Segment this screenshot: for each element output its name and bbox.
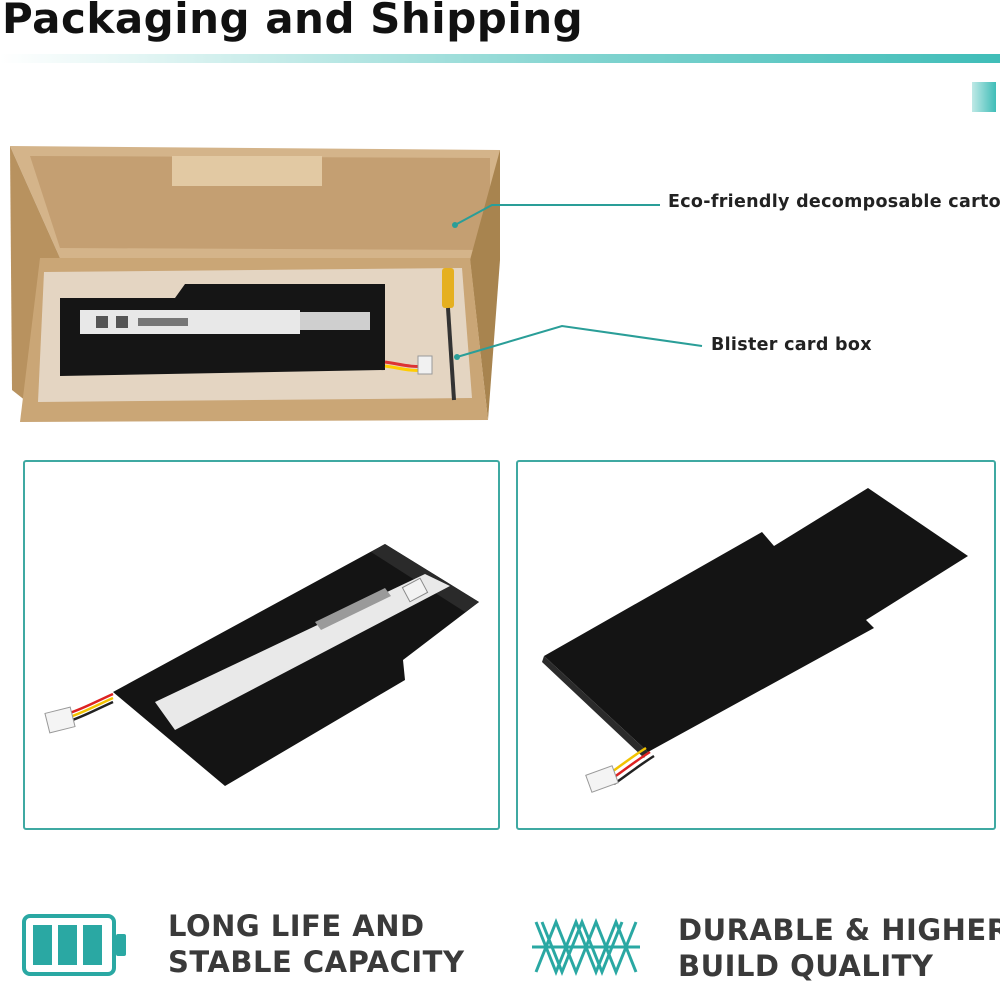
feature-long-life: LONG LIFE AND STABLE CAPACITY <box>168 908 464 980</box>
battery-back-image <box>542 488 968 793</box>
feature-long-life-line1: LONG LIFE AND <box>168 909 425 943</box>
feature-durable-line2: BUILD QUALITY <box>678 949 934 983</box>
title-underline <box>0 54 1000 63</box>
callout-blister-label: Blister card box <box>711 335 872 355</box>
packaging-photo <box>10 146 500 422</box>
feature-long-life-line2: STABLE CAPACITY <box>168 945 465 979</box>
feature-durable-line1: DURABLE & HIGHER <box>678 913 1000 947</box>
battery-full-icon <box>22 914 126 976</box>
corner-accent <box>972 82 996 112</box>
spring-coil-icon <box>532 917 640 977</box>
battery-front-image <box>44 544 479 786</box>
page-title: Packaging and Shipping <box>2 0 584 43</box>
feature-durable: DURABLE & HIGHER BUILD QUALITY <box>678 912 1000 984</box>
callout-carton-label: Eco-friendly decomposable carton <box>668 192 1000 212</box>
battery-front-panel <box>23 460 500 830</box>
battery-back-panel <box>516 460 996 830</box>
